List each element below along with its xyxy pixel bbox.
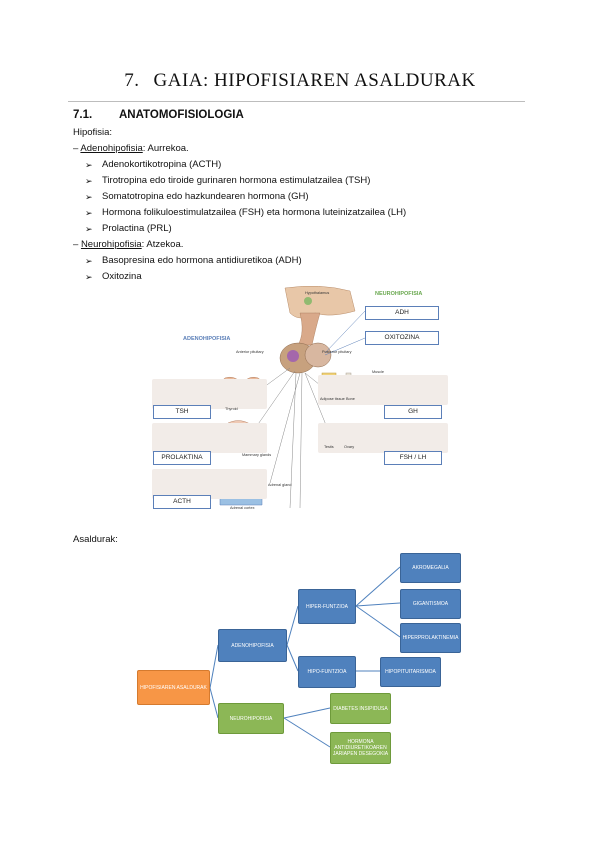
akromegalia-node: AKROMEGALIA xyxy=(400,553,461,583)
adrenal-cortex-caption: Adrenal cortex xyxy=(230,506,255,510)
bone-caption: Bone xyxy=(346,397,355,401)
adeno-desc: : Aurrekoa. xyxy=(142,143,189,154)
neuro-node: NEUROHIPOFISIA xyxy=(218,703,284,734)
hipofuntzioa-node: HIPO-FUNTZIOA xyxy=(298,656,356,688)
chapter-title-text: GAIA: HIPOFISIAREN ASALDURAK xyxy=(153,70,476,91)
adeno-node: ADENOHIPOFISIA xyxy=(218,629,287,662)
chapter-number: 7. xyxy=(124,70,140,91)
acth-panel xyxy=(152,469,267,499)
adeno-item: Prolactina (PRL) xyxy=(102,223,172,234)
acth-box: ACTH xyxy=(153,495,211,509)
neuro-line: – Neurohipofisia: Atzekoa. xyxy=(73,239,183,251)
bullet-icon: ➢ xyxy=(85,208,93,218)
section-title: ANATOMOFISIOLOGIA xyxy=(119,109,244,121)
adeno-term: Adenohipofisia xyxy=(80,143,143,154)
neuro-item: Oxitozina xyxy=(102,271,142,282)
hypothalamus-caption: Hypothalamus xyxy=(305,291,330,295)
mammary-caption: Mammary glands xyxy=(242,453,272,457)
dash: – xyxy=(73,239,79,250)
bullet-icon: ➢ xyxy=(85,176,93,186)
adeno-figure-label: ADENOHIPOFISIA xyxy=(183,336,231,342)
tsh-box: TSH xyxy=(153,405,211,419)
testis-caption: Testis xyxy=(324,445,334,449)
neuro-item: Basopresina edo hormona antidiuretikoa (… xyxy=(102,255,302,266)
section-heading: 7.1. ANATOMOFISIOLOGIA xyxy=(73,109,244,121)
hiperprolaktinemia-node: HIPERPROLAKTINEMIA xyxy=(400,623,461,653)
neuro-term: Neurohipofisia xyxy=(80,239,142,250)
posterior-pituitary-caption: Posterior pituitary xyxy=(322,350,352,354)
neuro-desc: : Atzekoa. xyxy=(141,239,184,250)
adeno-item: Somatotropina edo hazkundearen hormona (… xyxy=(102,191,309,202)
adh-box: ADH xyxy=(365,306,439,320)
root-node: HIPOFISIAREN ASALDURAK xyxy=(137,670,210,705)
dash: – xyxy=(73,143,79,154)
adh-jariapen-node: HORMONA ANTIDIURETIKOAREN JARIAPEN DESEG… xyxy=(330,732,391,764)
adeno-item: Tirotropina edo tiroide gurinaren hormon… xyxy=(102,175,371,186)
bullet-icon: ➢ xyxy=(85,224,93,234)
thyroid-caption: Thyroid xyxy=(225,407,238,411)
gigantismoa-node: GIGANTISMOA xyxy=(400,589,461,619)
hipopituitarismoa-node: HIPOPITUITARISMOA xyxy=(380,657,441,687)
adipose-caption: Adipose tissue xyxy=(320,397,345,401)
adeno-item: Adenokortikotropina (ACTH) xyxy=(102,159,222,170)
bullet-icon: ➢ xyxy=(85,160,93,170)
adrenal-gland-caption: Adrenal gland xyxy=(268,483,292,487)
title-divider xyxy=(68,101,525,102)
hiperfuntzioa-node: HIPER-FUNTZIOA xyxy=(298,589,356,624)
tsh-panel xyxy=(152,379,267,409)
fsh-lh-box: FSH / LH xyxy=(384,451,442,465)
gh-panel xyxy=(318,375,448,405)
bullet-icon: ➢ xyxy=(85,192,93,202)
intro-text: Hipofisia: xyxy=(73,127,113,138)
bullet-icon: ➢ xyxy=(85,272,93,282)
anterior-pituitary-caption: Anterior pituitary xyxy=(236,350,264,354)
section-number: 7.1. xyxy=(73,109,93,121)
disorders-label: Asaldurak: xyxy=(73,534,118,545)
prl-panel xyxy=(152,423,267,453)
gh-box: GH xyxy=(384,405,442,419)
neuro-figure-label: NEUROHIPOFISIA xyxy=(375,291,423,297)
muscle-caption: Muscle xyxy=(372,370,385,374)
ovary-caption: Ovary xyxy=(344,445,355,449)
oxitozina-box: OXITOZINA xyxy=(365,331,439,345)
adeno-line: – Adenohipofisia: Aurrekoa. xyxy=(73,143,189,155)
diabetes-insipidusa-node: DIABETES INSIPIDUSA xyxy=(330,693,391,724)
pituitary-figure: NEUROHIPOFISIA ADENOHIPOFISIA ADH OXITOZ… xyxy=(150,283,450,513)
chapter-title: 7. GAIA: HIPOFISIAREN ASALDURAK xyxy=(0,70,600,92)
fsh-panel xyxy=(318,423,448,453)
bullet-icon: ➢ xyxy=(85,256,93,266)
prolaktina-box: PROLAKTINA xyxy=(153,451,211,465)
adeno-item: Hormona folikuloestimulatzailea (FSH) et… xyxy=(102,207,407,218)
